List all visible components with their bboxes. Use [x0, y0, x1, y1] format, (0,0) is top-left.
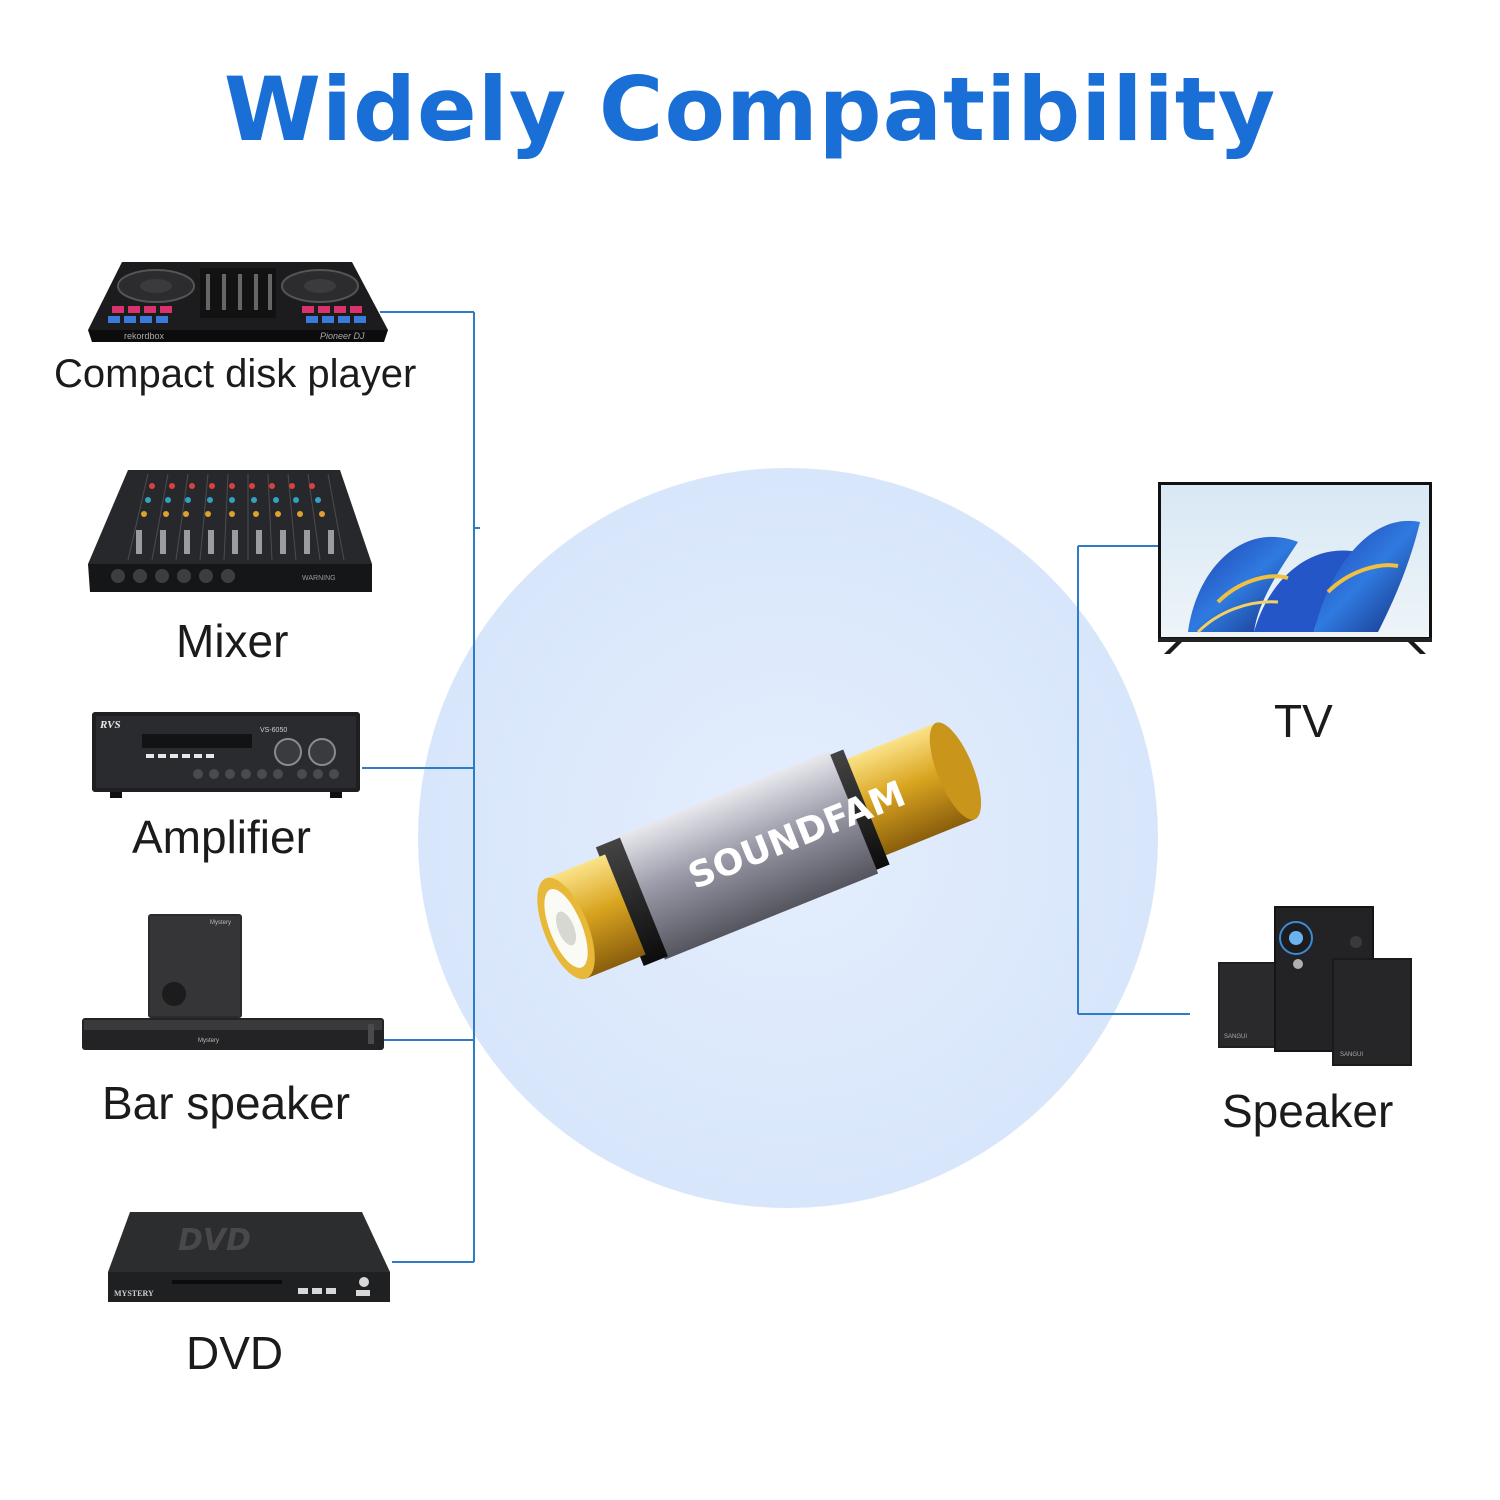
label-speaker: Speaker — [1222, 1085, 1394, 1137]
label-compact-disk-player: Compact disk player — [54, 352, 417, 396]
label-mixer: Mixer — [176, 615, 289, 667]
amplifier-icon: RVS VS-6050 — [92, 712, 362, 800]
speaker-system-icon: SANGUI SANGUI — [1216, 904, 1412, 1068]
label-amplifier: Amplifier — [132, 811, 311, 863]
amp-model-text: VS-6050 — [260, 727, 287, 734]
svg-text:Mystery: Mystery — [210, 920, 231, 926]
label-dvd: DVD — [186, 1327, 284, 1379]
amp-brand-text: RVS — [99, 719, 121, 731]
tv-icon — [1158, 482, 1434, 656]
label-tv: TV — [1274, 695, 1333, 747]
dvd-logo-text: DVD — [178, 1223, 251, 1258]
label-bar-speaker: Bar speaker — [102, 1077, 351, 1129]
soundbar-icon: Mystery Mystery — [82, 912, 386, 1052]
rca-coupler-adapter: SOUNDFAM — [520, 676, 1020, 1016]
dvd-player-icon: DVD MYSTERY — [108, 1210, 398, 1306]
page-title: Widely Compatibility — [223, 58, 1277, 161]
dj-brand-text: rekordbox — [124, 331, 165, 341]
audio-mixer-icon: WARNING — [88, 468, 374, 596]
soundbar-brand-text: Mystery — [198, 1038, 219, 1044]
mixer-warning-text: WARNING — [302, 575, 336, 582]
svg-text:SANGUI: SANGUI — [1224, 1034, 1247, 1040]
dvd-brand-text: MYSTERY — [114, 1289, 154, 1298]
speaker-brand-text: SANGUI — [1340, 1052, 1363, 1058]
dj-maker-text: Pioneer DJ — [320, 331, 365, 341]
dj-controller-icon: rekordbox Pioneer DJ — [88, 256, 388, 344]
